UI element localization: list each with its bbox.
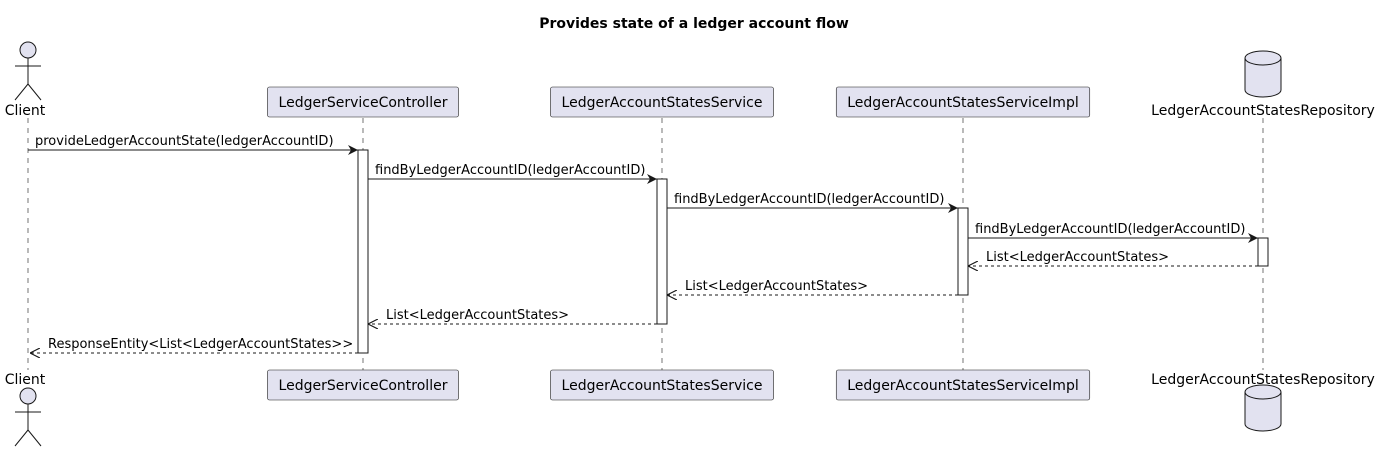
message-label: findByLedgerAccountID(ledgerAccountID) bbox=[674, 192, 944, 207]
participant-top-client: Client bbox=[5, 41, 46, 119]
participant-top-repo: LedgerAccountStatesRepository bbox=[1151, 50, 1375, 119]
actor-icon bbox=[14, 387, 42, 447]
participant-label: Client bbox=[5, 372, 46, 388]
message-2: findByLedgerAccountID(ledgerAccountID) bbox=[368, 163, 657, 184]
database-icon bbox=[1244, 384, 1282, 432]
actor-icon bbox=[14, 41, 42, 101]
participant-box bbox=[267, 86, 459, 118]
message-4: findByLedgerAccountID(ledgerAccountID) bbox=[968, 222, 1258, 243]
message-6: List<LedgerAccountStates> bbox=[667, 279, 958, 295]
message-label: ResponseEntity<List<LedgerAccountStates>… bbox=[48, 337, 353, 352]
participant-bottom-impl: LedgerAccountStatesServiceImpl bbox=[835, 369, 1091, 401]
participant-bottom-repo: LedgerAccountStatesRepository bbox=[1151, 372, 1375, 432]
message-label: findByLedgerAccountID(ledgerAccountID) bbox=[975, 222, 1245, 237]
message-label: provideLedgerAccountState(ledgerAccountI… bbox=[35, 134, 334, 149]
activation-repo bbox=[1257, 237, 1269, 267]
participant-label: LedgerAccountStatesService bbox=[562, 95, 763, 111]
participants-bottom: Client LedgerServiceController LedgerAccou… bbox=[5, 369, 1375, 447]
participant-box bbox=[835, 369, 1091, 401]
message-label: findByLedgerAccountID(ledgerAccountID) bbox=[375, 163, 645, 178]
participant-box bbox=[550, 86, 774, 118]
participant-label: LedgerServiceController bbox=[279, 378, 448, 394]
participant-top-impl: LedgerAccountStatesServiceImpl bbox=[835, 86, 1091, 118]
message-label: List<LedgerAccountStates> bbox=[986, 250, 1169, 265]
participant-top-service: LedgerAccountStatesService bbox=[550, 86, 774, 118]
activation-service bbox=[656, 178, 668, 325]
participant-label: LedgerAccountStatesService bbox=[562, 378, 763, 394]
participant-label: LedgerAccountStatesRepository bbox=[1151, 103, 1375, 119]
database-icon bbox=[1244, 50, 1282, 98]
message-1: provideLedgerAccountState(ledgerAccountI… bbox=[28, 134, 358, 155]
participant-box bbox=[835, 86, 1091, 118]
message-3: findByLedgerAccountID(ledgerAccountID) bbox=[667, 192, 958, 213]
messages: provideLedgerAccountState(ledgerAccountI… bbox=[28, 134, 1258, 353]
activation-controller bbox=[357, 149, 369, 354]
message-5: List<LedgerAccountStates> bbox=[968, 250, 1258, 266]
participant-label: Client bbox=[5, 103, 46, 119]
participant-bottom-client: Client bbox=[5, 372, 46, 447]
participant-box bbox=[550, 369, 774, 401]
participant-label: LedgerAccountStatesServiceImpl bbox=[847, 378, 1078, 394]
participant-bottom-service: LedgerAccountStatesService bbox=[550, 369, 774, 401]
activation-impl bbox=[957, 207, 969, 296]
participant-box bbox=[267, 369, 459, 401]
message-7: List<LedgerAccountStates> bbox=[368, 308, 657, 324]
participant-top-controller: LedgerServiceController bbox=[267, 86, 459, 118]
participant-label: LedgerAccountStatesServiceImpl bbox=[847, 95, 1078, 111]
participant-bottom-controller: LedgerServiceController bbox=[267, 369, 459, 401]
participant-label: LedgerAccountStatesRepository bbox=[1151, 372, 1375, 388]
lifelines bbox=[27, 118, 1264, 370]
activation-bars bbox=[357, 149, 1269, 354]
message-8: ResponseEntity<List<LedgerAccountStates>… bbox=[30, 337, 358, 353]
diagram-title: Provides state of a ledger account flow bbox=[539, 16, 849, 32]
message-label: List<LedgerAccountStates> bbox=[386, 308, 569, 323]
message-label: List<LedgerAccountStates> bbox=[685, 279, 868, 294]
participant-label: LedgerServiceController bbox=[279, 95, 448, 111]
